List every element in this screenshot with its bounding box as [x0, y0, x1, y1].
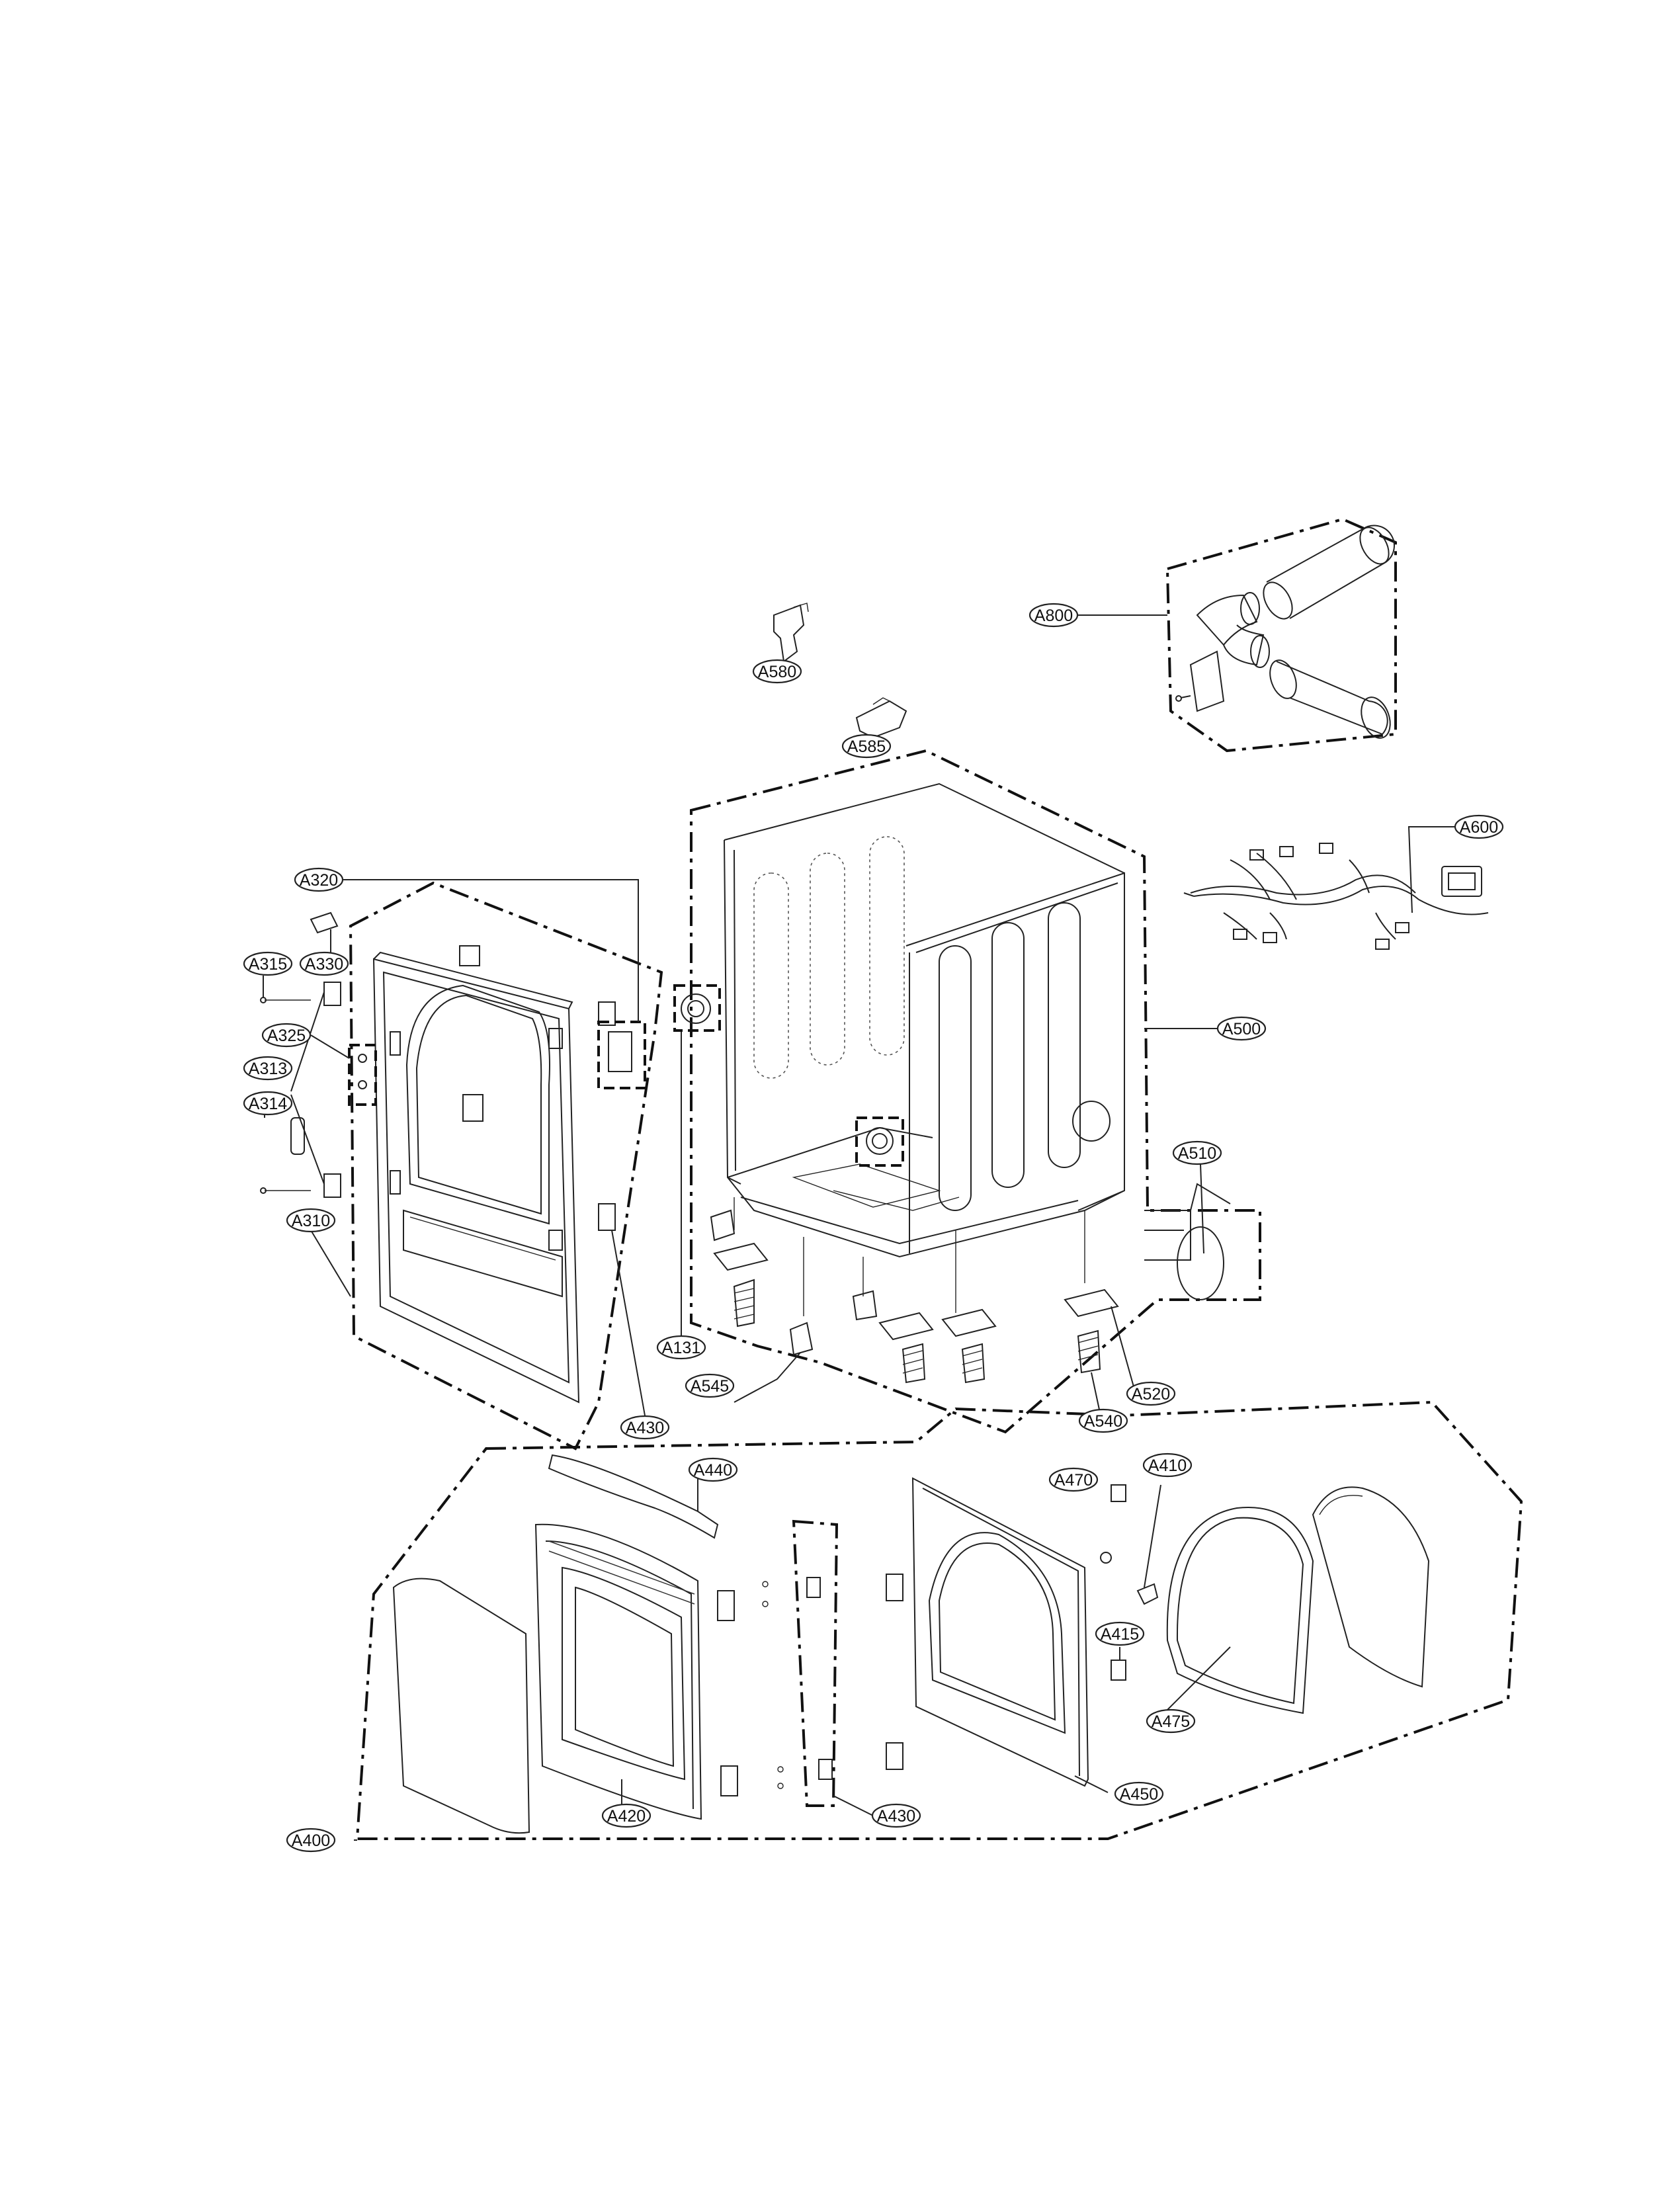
leader-A520 — [1111, 1306, 1135, 1390]
svg-text:A415: A415 — [1101, 1625, 1139, 1644]
bracket-A580-part — [773, 603, 809, 663]
label-A600: A600 — [1454, 814, 1504, 839]
label-A310: A310 — [286, 1208, 336, 1233]
leader-A450 — [1074, 1775, 1109, 1793]
label-A585: A585 — [841, 734, 892, 759]
label-A313: A313 — [243, 1056, 293, 1081]
label-A430-top: A430 — [620, 1415, 670, 1440]
label-A545: A545 — [685, 1373, 735, 1398]
bracket-A585-part — [855, 697, 907, 739]
svg-text:A545: A545 — [691, 1377, 729, 1396]
svg-text:A600: A600 — [1460, 818, 1498, 837]
svg-text:A400: A400 — [292, 1832, 330, 1850]
label-A450: A450 — [1114, 1781, 1164, 1806]
svg-text:A131: A131 — [662, 1339, 700, 1357]
svg-text:A320: A320 — [300, 871, 338, 890]
svg-text:A500: A500 — [1222, 1020, 1261, 1038]
svg-text:A410: A410 — [1148, 1456, 1187, 1475]
label-A470: A470 — [1048, 1467, 1099, 1492]
svg-text:A330: A330 — [305, 955, 343, 974]
svg-text:A430: A430 — [626, 1419, 664, 1437]
svg-text:A510: A510 — [1178, 1144, 1216, 1163]
leader-A545 — [734, 1352, 801, 1403]
bearing-A131-part — [673, 984, 721, 1032]
door-assembly-group — [355, 1400, 1523, 1840]
svg-text:A420: A420 — [607, 1807, 646, 1826]
leader-A510 — [1200, 1163, 1204, 1254]
label-A410: A410 — [1142, 1453, 1193, 1478]
leader-A313-a — [290, 991, 325, 1092]
label-A314: A314 — [243, 1091, 293, 1116]
label-A430-bottom: A430 — [871, 1803, 921, 1828]
label-A415: A415 — [1095, 1621, 1145, 1646]
leader-A325 — [310, 1034, 350, 1059]
label-A580: A580 — [752, 659, 802, 684]
part-A410-upper — [1111, 1484, 1126, 1502]
legs-group — [710, 1209, 1119, 1384]
wire-harness-part — [1183, 843, 1489, 950]
svg-text:A314: A314 — [249, 1095, 287, 1113]
label-A500: A500 — [1216, 1016, 1267, 1041]
front-panel-group — [260, 881, 663, 1451]
leader-A320 — [341, 879, 639, 1022]
label-A325: A325 — [261, 1023, 312, 1048]
svg-text:A440: A440 — [694, 1461, 732, 1480]
svg-text:A470: A470 — [1054, 1471, 1093, 1490]
label-A800: A800 — [1029, 603, 1079, 628]
leader-A410 — [1144, 1484, 1161, 1588]
label-A440: A440 — [688, 1457, 738, 1482]
label-A320: A320 — [294, 867, 344, 892]
svg-text:A475: A475 — [1152, 1712, 1190, 1731]
leader-A430-bottom — [833, 1795, 874, 1816]
label-A330: A330 — [299, 951, 349, 976]
leader-A310 — [310, 1230, 351, 1297]
svg-text:A325: A325 — [267, 1027, 306, 1045]
svg-text:A800: A800 — [1034, 607, 1073, 625]
label-A540: A540 — [1078, 1408, 1128, 1433]
label-A315: A315 — [243, 951, 293, 976]
svg-text:A315: A315 — [249, 955, 287, 974]
leader-A475 — [1163, 1646, 1231, 1714]
label-A510: A510 — [1172, 1140, 1222, 1165]
svg-text:A520: A520 — [1132, 1385, 1170, 1404]
leader-A600 — [1407, 826, 1455, 913]
svg-text:A313: A313 — [249, 1060, 287, 1078]
label-A400: A400 — [286, 1828, 336, 1853]
label-A131: A131 — [656, 1335, 706, 1360]
svg-text:A450: A450 — [1120, 1785, 1158, 1804]
svg-text:A430: A430 — [877, 1807, 915, 1826]
svg-text:A540: A540 — [1084, 1412, 1122, 1431]
label-A475: A475 — [1146, 1708, 1196, 1734]
part-A470 — [1100, 1552, 1112, 1564]
label-A520: A520 — [1126, 1381, 1176, 1406]
label-A420: A420 — [601, 1803, 651, 1828]
cabinet-group — [690, 749, 1261, 1434]
svg-text:A580: A580 — [758, 663, 796, 681]
exhaust-duct-part — [1144, 1183, 1231, 1300]
svg-text:A585: A585 — [847, 737, 886, 756]
leader-A430-top — [611, 1230, 646, 1416]
leader-A313-b — [290, 1094, 325, 1185]
duct-assembly-group — [1165, 517, 1397, 753]
svg-text:A310: A310 — [292, 1212, 330, 1230]
